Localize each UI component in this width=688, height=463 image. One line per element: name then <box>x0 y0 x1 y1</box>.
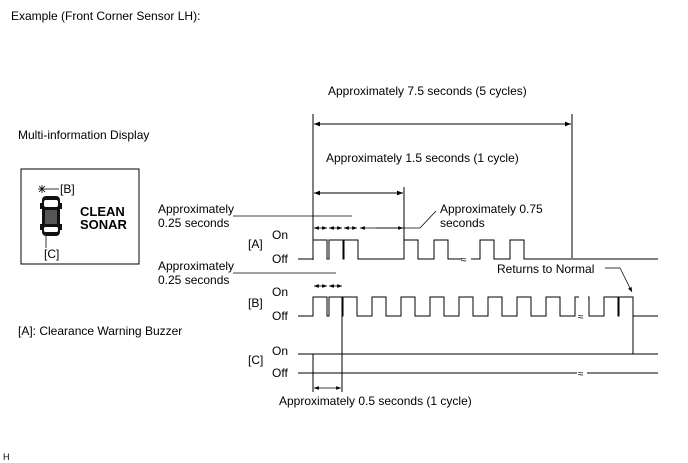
signal-c-label: [C] <box>248 353 263 367</box>
display-panel <box>20 168 140 265</box>
signal-b-break: ≈ <box>578 312 584 323</box>
snowflake-icon <box>38 185 46 193</box>
display-label: Multi-information Display <box>18 128 149 142</box>
display-text-line1: CLEAN <box>80 204 125 219</box>
signal-b-on-label: On <box>272 285 288 299</box>
legend-text: [A]: Clearance Warning Buzzer <box>18 324 182 338</box>
pause-a-leader-diag <box>419 210 437 229</box>
signal-a-break: ≈ <box>461 255 467 266</box>
pulse-a-label-2: 0.25 seconds <box>158 216 229 230</box>
returns-label: Returns to Normal <box>497 262 594 276</box>
pulse-a-label-1: Approximately <box>158 202 234 216</box>
signal-c-off-label: Off <box>272 366 288 380</box>
cycle-c-label: Approximately 0.5 seconds (1 cycle) <box>279 394 472 408</box>
footer-code: H <box>3 452 10 462</box>
returns-leader-arrow <box>619 267 633 293</box>
cycle-a-label: Approximately 1.5 seconds (1 cycle) <box>326 151 519 165</box>
signal-a-waveform-2 <box>471 239 658 260</box>
total-duration-label: Approximately 7.5 seconds (5 cycles) <box>328 84 527 98</box>
signal-b-waveform-2 <box>588 296 658 317</box>
pause-a-label-2: seconds <box>440 216 485 230</box>
pause-a-label-1: Approximately 0.75 <box>440 202 543 216</box>
marker-b: [B] <box>60 182 75 196</box>
display-text-line2: SONAR <box>80 217 128 232</box>
pulse-b-label-2: 0.25 seconds <box>158 273 229 287</box>
pulse-b-label-1: Approximately <box>158 259 234 273</box>
signal-c-on-label: On <box>272 344 288 358</box>
marker-c: [C] <box>44 247 59 261</box>
signal-c-break: ≈ <box>578 369 584 380</box>
signal-b-off-label: Off <box>272 309 288 323</box>
signal-b-label: [B] <box>248 296 263 310</box>
signal-a-off-label: Off <box>272 252 288 266</box>
car-icon <box>40 196 62 236</box>
signal-a-on-label: On <box>272 228 288 242</box>
signal-a-waveform <box>298 239 462 260</box>
signal-b-waveform <box>298 296 579 317</box>
signal-a-label: [A] <box>248 237 263 251</box>
page-title: Example (Front Corner Sensor LH): <box>11 9 200 23</box>
